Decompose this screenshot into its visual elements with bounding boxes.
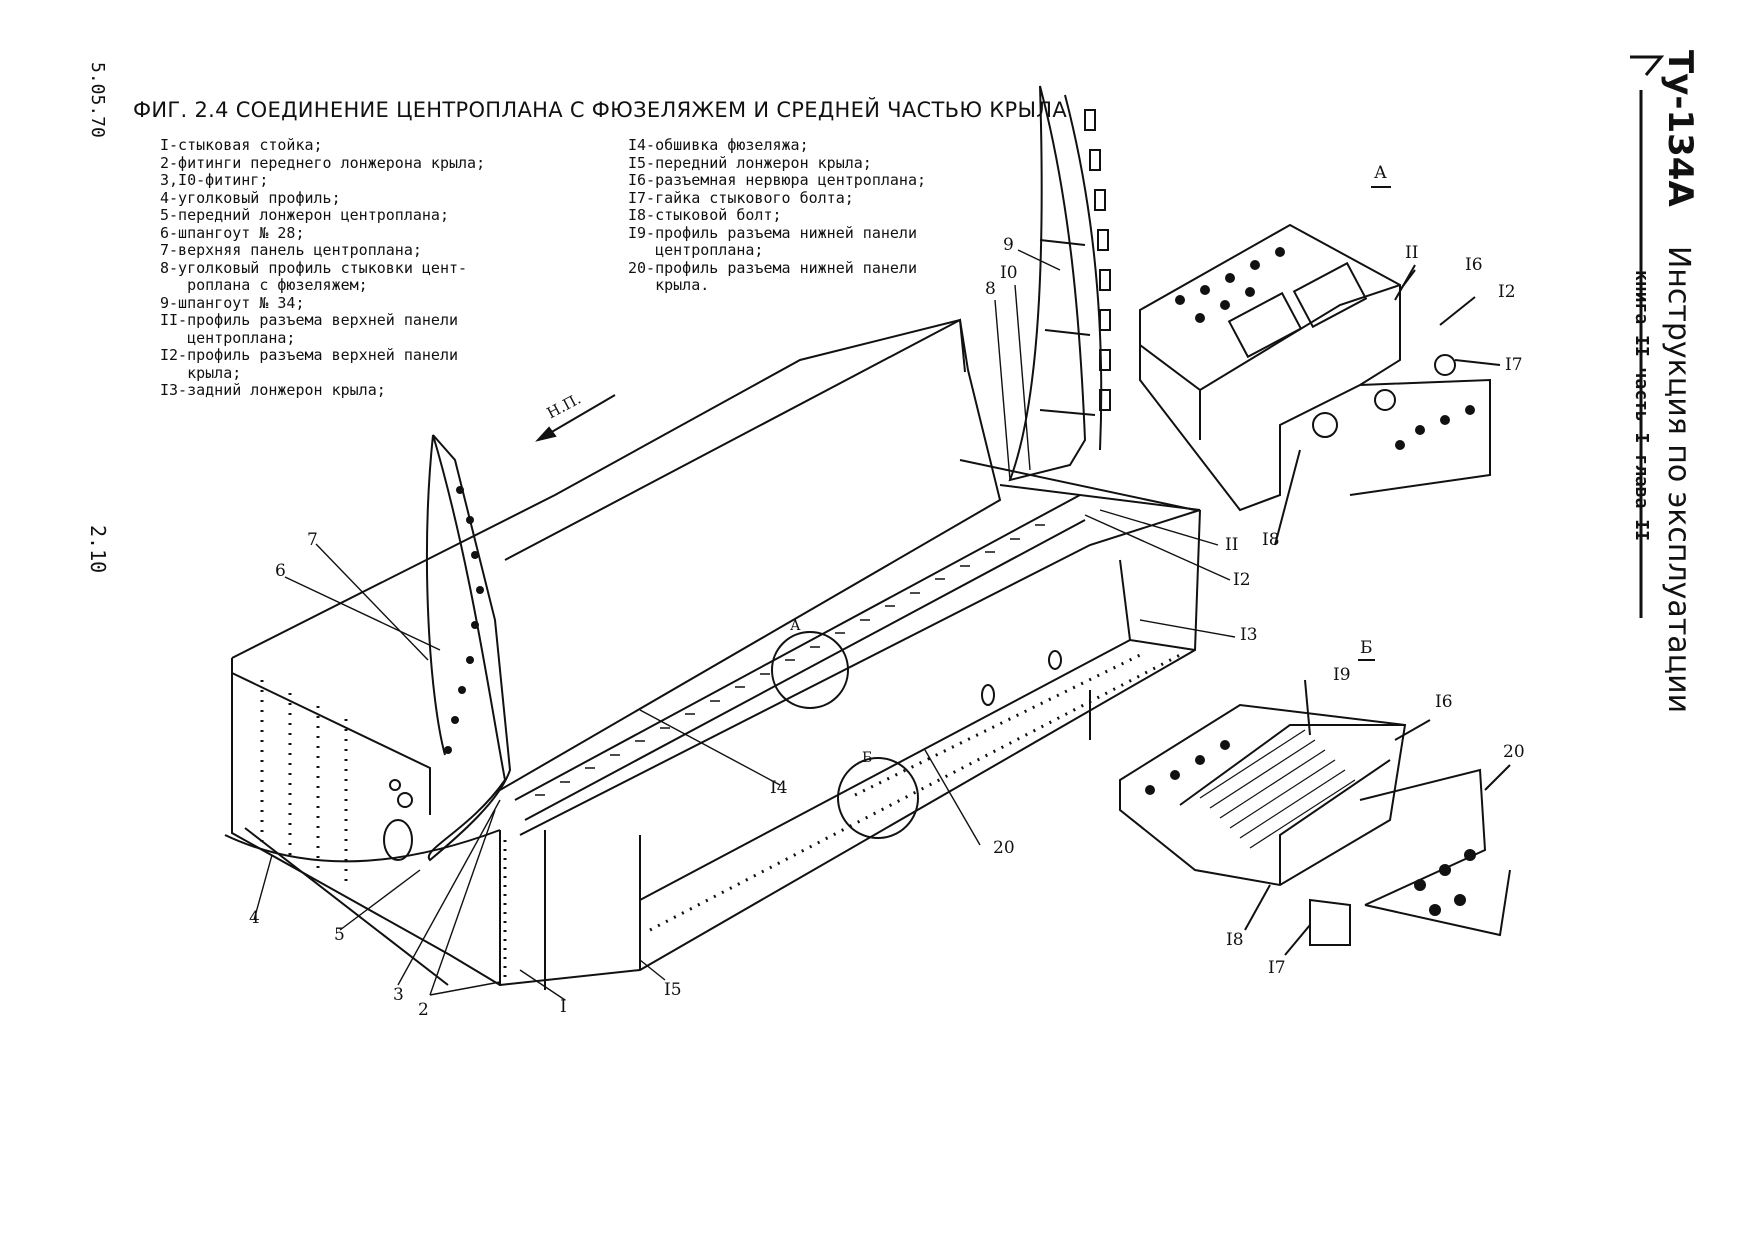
legend-entry: 20-профиль разъема нижней панели [628, 258, 917, 277]
legend-entry: 8-уголковый профиль стыковки цент- [160, 258, 468, 277]
frame-34 [1008, 85, 1087, 482]
callout-20: 20 [993, 838, 1015, 858]
legend-entry: I5-передний лонжерон крыла; [628, 153, 872, 172]
detail-a-drawing [1139, 223, 1501, 546]
legend-entry: I3-задний лонжерон крыла; [160, 381, 386, 399]
detail-a-callout-17: I7 [1505, 355, 1523, 375]
detail-a-marker-label: А [790, 618, 801, 634]
legend-entry: крыла; [160, 363, 242, 382]
upper-panel [499, 318, 1002, 791]
figure-title: ФИГ. 2.4 СОЕДИНЕНИЕ ЦЕНТРОПЛАНА С ФЮЗЕЛЯ… [133, 98, 1068, 122]
legend-entry: роплана с фюзеляжем; [160, 276, 368, 294]
callout-15: I5 [664, 980, 682, 1000]
detail-b-marker-label: Б [862, 750, 873, 766]
detail-a-callout-12: I2 [1498, 282, 1516, 302]
detail-a-callout-18: I8 [1262, 530, 1280, 550]
legend-entry: I6-разъемная нервюра центроплана; [628, 171, 927, 189]
callout-12: I2 [1233, 570, 1251, 590]
callout-3: 3 [393, 985, 404, 1005]
legend-left: I-стыковая стойка;2-фитинги переднего ло… [160, 136, 486, 400]
legend-entry: 2-фитинги переднего лонжерона крыла; [160, 153, 486, 172]
callout-1: I [560, 997, 567, 1017]
legend-entry: II-профиль разъема верхней панели [160, 311, 459, 329]
legend-right: I4-обшивка фюзеляжа;I5-передний лонжерон… [628, 136, 927, 295]
legend-entry: I-стыковая стойка; [160, 136, 323, 154]
detail-a-callout-16: I6 [1465, 255, 1483, 275]
legend-entry: 5-передний лонжерон центроплана; [160, 206, 449, 224]
legend-entry: 6-шпангоут № 28; [160, 223, 305, 242]
legend-entry: 4-уголковый профиль; [160, 188, 341, 207]
callout-14: I4 [770, 778, 788, 798]
detail-b-title: Б [1360, 638, 1373, 658]
legend-entry: центроплана; [160, 328, 296, 347]
fuselage-body [231, 318, 966, 659]
detail-b-callout-16: I6 [1435, 692, 1453, 712]
detail-b-callout-18: I8 [1226, 930, 1244, 950]
callout-10: I0 [1000, 263, 1018, 283]
detail-b-marker [837, 757, 919, 839]
callout-7: 7 [307, 530, 318, 550]
legend-entry: 9-шпангоут № 34; [160, 293, 305, 312]
legend-entry: крыла. [628, 276, 710, 294]
callout-6: 6 [275, 561, 286, 581]
legend-entry: I4-обшивка фюзеляжа; [628, 136, 809, 154]
callout-5: 5 [334, 925, 345, 945]
frame-28 [427, 434, 512, 862]
callout-4: 4 [249, 908, 260, 928]
detail-b-callout-20: 20 [1503, 742, 1525, 762]
callout-2: 2 [418, 1000, 429, 1020]
legend-entry: 7-верхняя панель центроплана; [160, 241, 422, 259]
legend-entry: I8-стыковой болт; [628, 206, 782, 224]
detail-b-callout-17: I7 [1268, 958, 1286, 978]
callout-9: 9 [1003, 235, 1014, 255]
callout-11: II [1225, 535, 1239, 555]
callout-13: I3 [1240, 625, 1258, 645]
legend-entry: центроплана; [628, 241, 764, 259]
detail-b-callout-19: I9 [1333, 665, 1351, 685]
wing-box [499, 509, 1201, 987]
legend-entry: I2-профиль разъема верхней панели [160, 346, 459, 364]
legend-entry: 3,I0-фитинг; [160, 171, 269, 189]
callout-8: 8 [985, 279, 996, 299]
detail-a-marker [771, 631, 849, 709]
detail-a-callout-11: II [1405, 243, 1419, 263]
detail-b-drawing [1119, 679, 1511, 956]
detail-a-title: А [1374, 163, 1387, 183]
legend-entry: I9-профиль разъема нижней панели [628, 223, 917, 242]
legend-entry: I7-гайка стыкового болта; [628, 188, 854, 207]
